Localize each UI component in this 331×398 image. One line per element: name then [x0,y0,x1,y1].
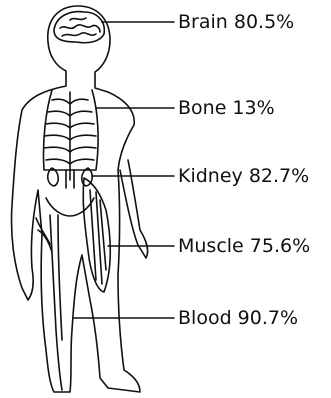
brain-label: Brain 80.5% [178,11,294,33]
blood-label: Blood 90.7% [178,307,298,329]
kidney-label: Kidney 82.7% [178,165,309,187]
muscle-label: Muscle 75.6% [178,235,310,257]
body-outline [11,6,140,392]
bone-label: Bone 13% [178,97,275,119]
